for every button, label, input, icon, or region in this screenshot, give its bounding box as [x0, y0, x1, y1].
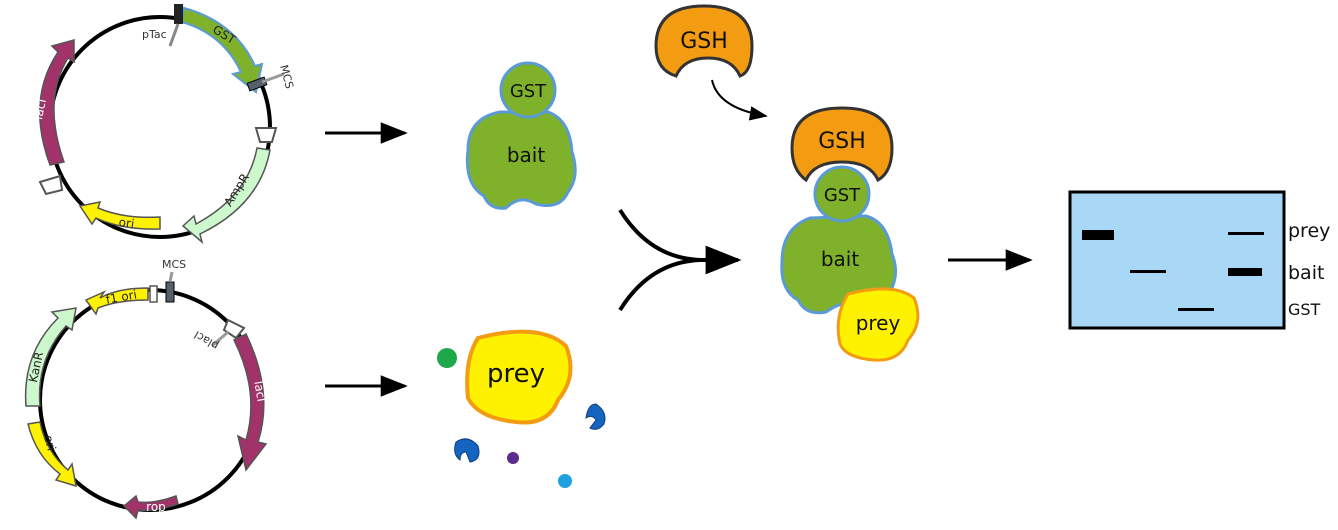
plasmid2-ori-label: ori — [41, 434, 59, 453]
plasmid2-kanr-feature — [24, 307, 77, 407]
plasmid1-ori-label: ori — [118, 215, 135, 231]
plasmid2-rop-label: rop — [146, 500, 166, 514]
gel-band-lane4-bait — [1228, 268, 1262, 276]
bound-complex: GSH GST bait prey — [780, 106, 920, 362]
plasmid1-ampr-feature — [181, 147, 271, 245]
plasmid1-gst-feature — [180, 6, 264, 94]
plasmid2-f1ori-label: f1 ori — [105, 287, 138, 306]
gel-band-lane4-prey — [1228, 232, 1264, 235]
plasmid1-promoter-tick — [168, 23, 180, 47]
plasmid1-marker-right — [254, 127, 278, 143]
gel-band-lane1-prey — [1082, 230, 1114, 240]
free-gsh-shape — [654, 4, 754, 78]
fusion-gst-label: GST — [510, 81, 547, 102]
plasmid2-rop-feature — [122, 494, 179, 520]
plasmid1-mcs-tick — [261, 72, 285, 84]
complex-gsh-label: GSH — [818, 129, 866, 154]
plasmid1-promoter-label: pTac — [142, 28, 167, 41]
plasmid1-ori-feature — [78, 201, 161, 230]
plasmid2-plac-label: placI — [192, 328, 221, 352]
complex-bait-label: bait — [821, 247, 860, 271]
gel-label-gst: GST — [1288, 300, 1321, 319]
gst-bait-fusion: GST bait — [465, 61, 577, 210]
complex-gst-shape — [813, 165, 871, 223]
plasmid2-laci-label: lacI — [251, 380, 268, 403]
plasmid2-mcs-tick — [168, 271, 174, 283]
lysate-molecule-green — [437, 348, 457, 368]
plasmid2-plac-marker — [222, 318, 246, 340]
complex-prey-shape — [836, 287, 920, 362]
fusion-bait-shape — [465, 110, 577, 210]
prey-label: prey — [487, 359, 545, 389]
complex-gsh-shape — [790, 106, 894, 183]
plasmid2-mcs-label: MCS — [162, 258, 186, 271]
plasmid1-mcs-label: MCS — [277, 63, 296, 90]
prey-lysate: prey — [437, 329, 606, 488]
plasmid1-promoter-block — [174, 4, 183, 24]
plasmid2-f1ori-feature — [84, 287, 149, 316]
lysate-molecule-blue-2 — [454, 438, 480, 463]
plasmid2-ori-feature — [27, 421, 77, 488]
complex-prey-label: prey — [856, 311, 901, 335]
plasmid2-kanr-label: KanR — [26, 351, 46, 384]
plasmid-gst-vector: GST pTac MCS AmpR ori lacI — [31, 4, 296, 245]
lysate-molecule-purple — [507, 452, 519, 464]
plasmid2-mcs-block — [165, 281, 175, 303]
gel-band-lane3-gst — [1178, 308, 1214, 311]
gel-band-lane2-bait — [1130, 270, 1166, 273]
complex-gst-label: GST — [824, 185, 861, 206]
plasmid2-laci-feature — [232, 332, 268, 472]
free-gsh: GSH — [654, 4, 754, 78]
prey-shape — [465, 329, 573, 425]
lysate-molecule-cyan — [558, 474, 572, 488]
merge-arrow-bottom — [618, 258, 701, 312]
plasmid1-laci-feature — [38, 39, 75, 166]
plasmid2-small-marker — [149, 285, 158, 303]
gel-label-bait: bait — [1288, 262, 1324, 284]
sds-page-gel: prey bait GST — [1068, 190, 1330, 330]
merge-arrow-top — [618, 208, 701, 262]
lysate-molecule-blue-1 — [585, 403, 606, 430]
plasmid1-laci-label: lacI — [31, 98, 49, 121]
free-gsh-label: GSH — [680, 29, 728, 54]
fusion-gst-shape — [499, 61, 557, 119]
gel-label-prey: prey — [1288, 220, 1330, 242]
plasmid2-plac-tick — [211, 330, 229, 348]
gel-box — [1068, 190, 1286, 330]
fusion-bait-label: bait — [507, 143, 546, 167]
plasmid1-marker-left — [38, 174, 64, 196]
gsh-binding-arrow — [711, 79, 768, 121]
plasmid-prey-vector: MCS f1 ori placI lacI rop ori KanR — [24, 258, 269, 520]
